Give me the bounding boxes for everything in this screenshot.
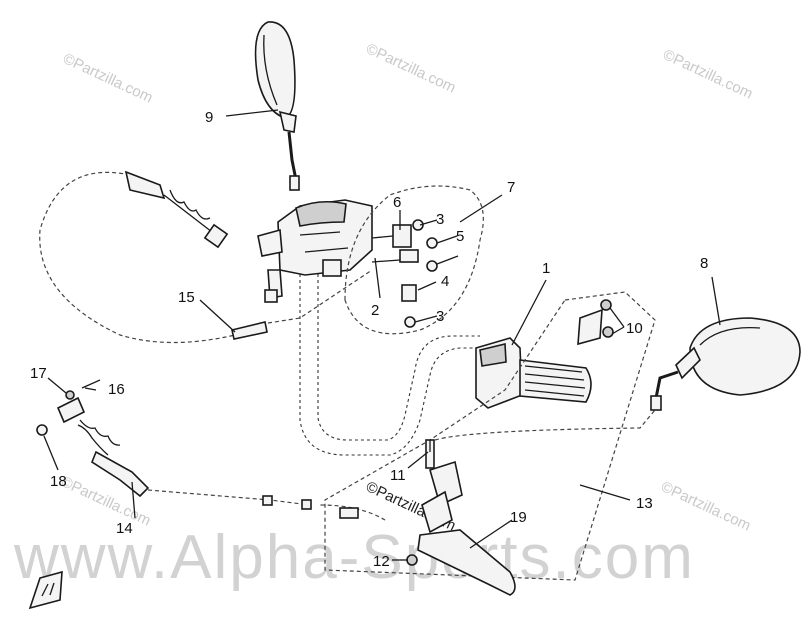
mirror-right bbox=[650, 317, 801, 411]
watermark-top-center: ©Partzilla.com bbox=[363, 40, 458, 96]
cable-15 bbox=[39, 170, 373, 344]
brake-line bbox=[319, 409, 656, 521]
watermark-top-left: ©Partzilla.com bbox=[60, 50, 155, 106]
handlebar bbox=[299, 250, 480, 456]
callout-18: 18 bbox=[50, 473, 67, 490]
callout-6: 6 bbox=[393, 194, 401, 211]
callout-12: 12 bbox=[373, 553, 390, 570]
callout-4: 4 bbox=[441, 273, 449, 290]
callout-3-upper: 3 bbox=[436, 211, 444, 228]
callout-8: 8 bbox=[700, 255, 708, 272]
callout-1: 1 bbox=[542, 260, 550, 277]
callout-14: 14 bbox=[116, 520, 133, 537]
callout-11: 11 bbox=[390, 467, 406, 484]
callout-13: 13 bbox=[636, 495, 653, 512]
callout-10: 10 bbox=[626, 320, 643, 337]
callout-17: 17 bbox=[30, 365, 47, 382]
brake-group-outline bbox=[324, 291, 656, 581]
callout-5: 5 bbox=[456, 228, 464, 245]
callout-15: 15 bbox=[178, 289, 195, 306]
callout-2: 2 bbox=[371, 302, 379, 319]
throttle-cable bbox=[36, 379, 359, 519]
callout-16: 16 bbox=[108, 381, 125, 398]
switch-parts-group bbox=[344, 185, 484, 335]
mirror-left bbox=[254, 21, 300, 191]
callout-labels: 1 2 3 3 4 5 6 7 8 9 10 11 12 13 14 15 16… bbox=[30, 109, 708, 570]
callout-7: 7 bbox=[507, 179, 515, 196]
brake-lever-assembly bbox=[406, 439, 516, 596]
arrow-logo-icon bbox=[28, 570, 63, 610]
brake-clamp bbox=[577, 299, 614, 346]
left-master-housing bbox=[257, 199, 373, 303]
callout-19: 19 bbox=[510, 509, 527, 526]
watermark-top-right: ©Partzilla.com bbox=[660, 46, 755, 102]
watermark-alpha-sports: www.Alpha-Sports.com bbox=[13, 523, 695, 592]
callout-9: 9 bbox=[205, 109, 213, 126]
callout-3-lower: 3 bbox=[436, 308, 444, 325]
leader-lines bbox=[43, 109, 721, 561]
right-switch-grip bbox=[475, 337, 592, 409]
